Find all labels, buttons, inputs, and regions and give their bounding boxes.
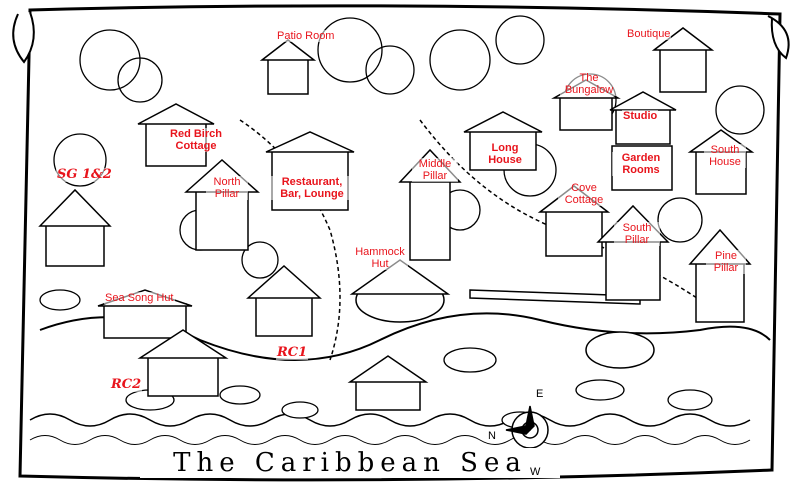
trees [53,15,765,279]
wave-pattern [29,413,751,427]
compass-rose [505,405,549,449]
dock [469,289,641,305]
label-long-house: Long House [482,142,528,166]
label-north-pillar: North Pillar [206,176,248,200]
compass-north: N [488,430,496,442]
scroll-curl-right [767,15,790,60]
scroll-curl-left [12,11,35,64]
label-south-house: South House [704,144,746,168]
label-sea-song-hut: Sea Song Hut [104,292,175,304]
wave-pattern-2 [29,435,751,445]
label-boutique: Boutique [626,28,672,40]
label-pine-pillar: Pine Pillar [706,250,746,274]
label-studio: Studio [622,110,659,122]
walkway [239,119,341,361]
label-rc2: RC2 [110,377,143,392]
map-title: The Caribbean Sea [140,448,560,478]
compass-west: W [530,466,541,478]
label-sg-1-2: SG 1&2 [56,167,113,182]
label-middle-pillar: Middle Pillar [412,158,458,182]
label-hammock-hut: Hammock Hut [352,246,408,270]
label-red-birch-cottage: Red Birch Cottage [168,128,224,152]
label-rc1: RC1 [276,345,309,360]
rocks [39,289,713,429]
label-south-pillar: South Pillar [614,222,660,246]
label-cove-cottage: Cove Cottage [558,182,610,206]
label-garden-rooms: Garden Rooms [612,152,670,176]
label-the-bungalow: The Bungalow [560,72,618,96]
compass-east: E [536,388,544,400]
label-restaurant-bar-lounge: Restaurant, Bar, Lounge [270,176,354,200]
label-patio-room: Patio Room [276,30,336,42]
